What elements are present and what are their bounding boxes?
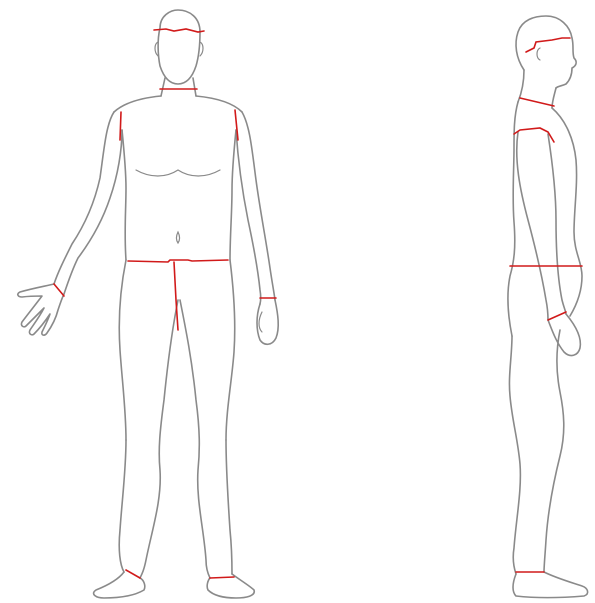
front-right-ankle-measure [210,577,234,578]
front-left-shoulder-measure [120,112,121,140]
